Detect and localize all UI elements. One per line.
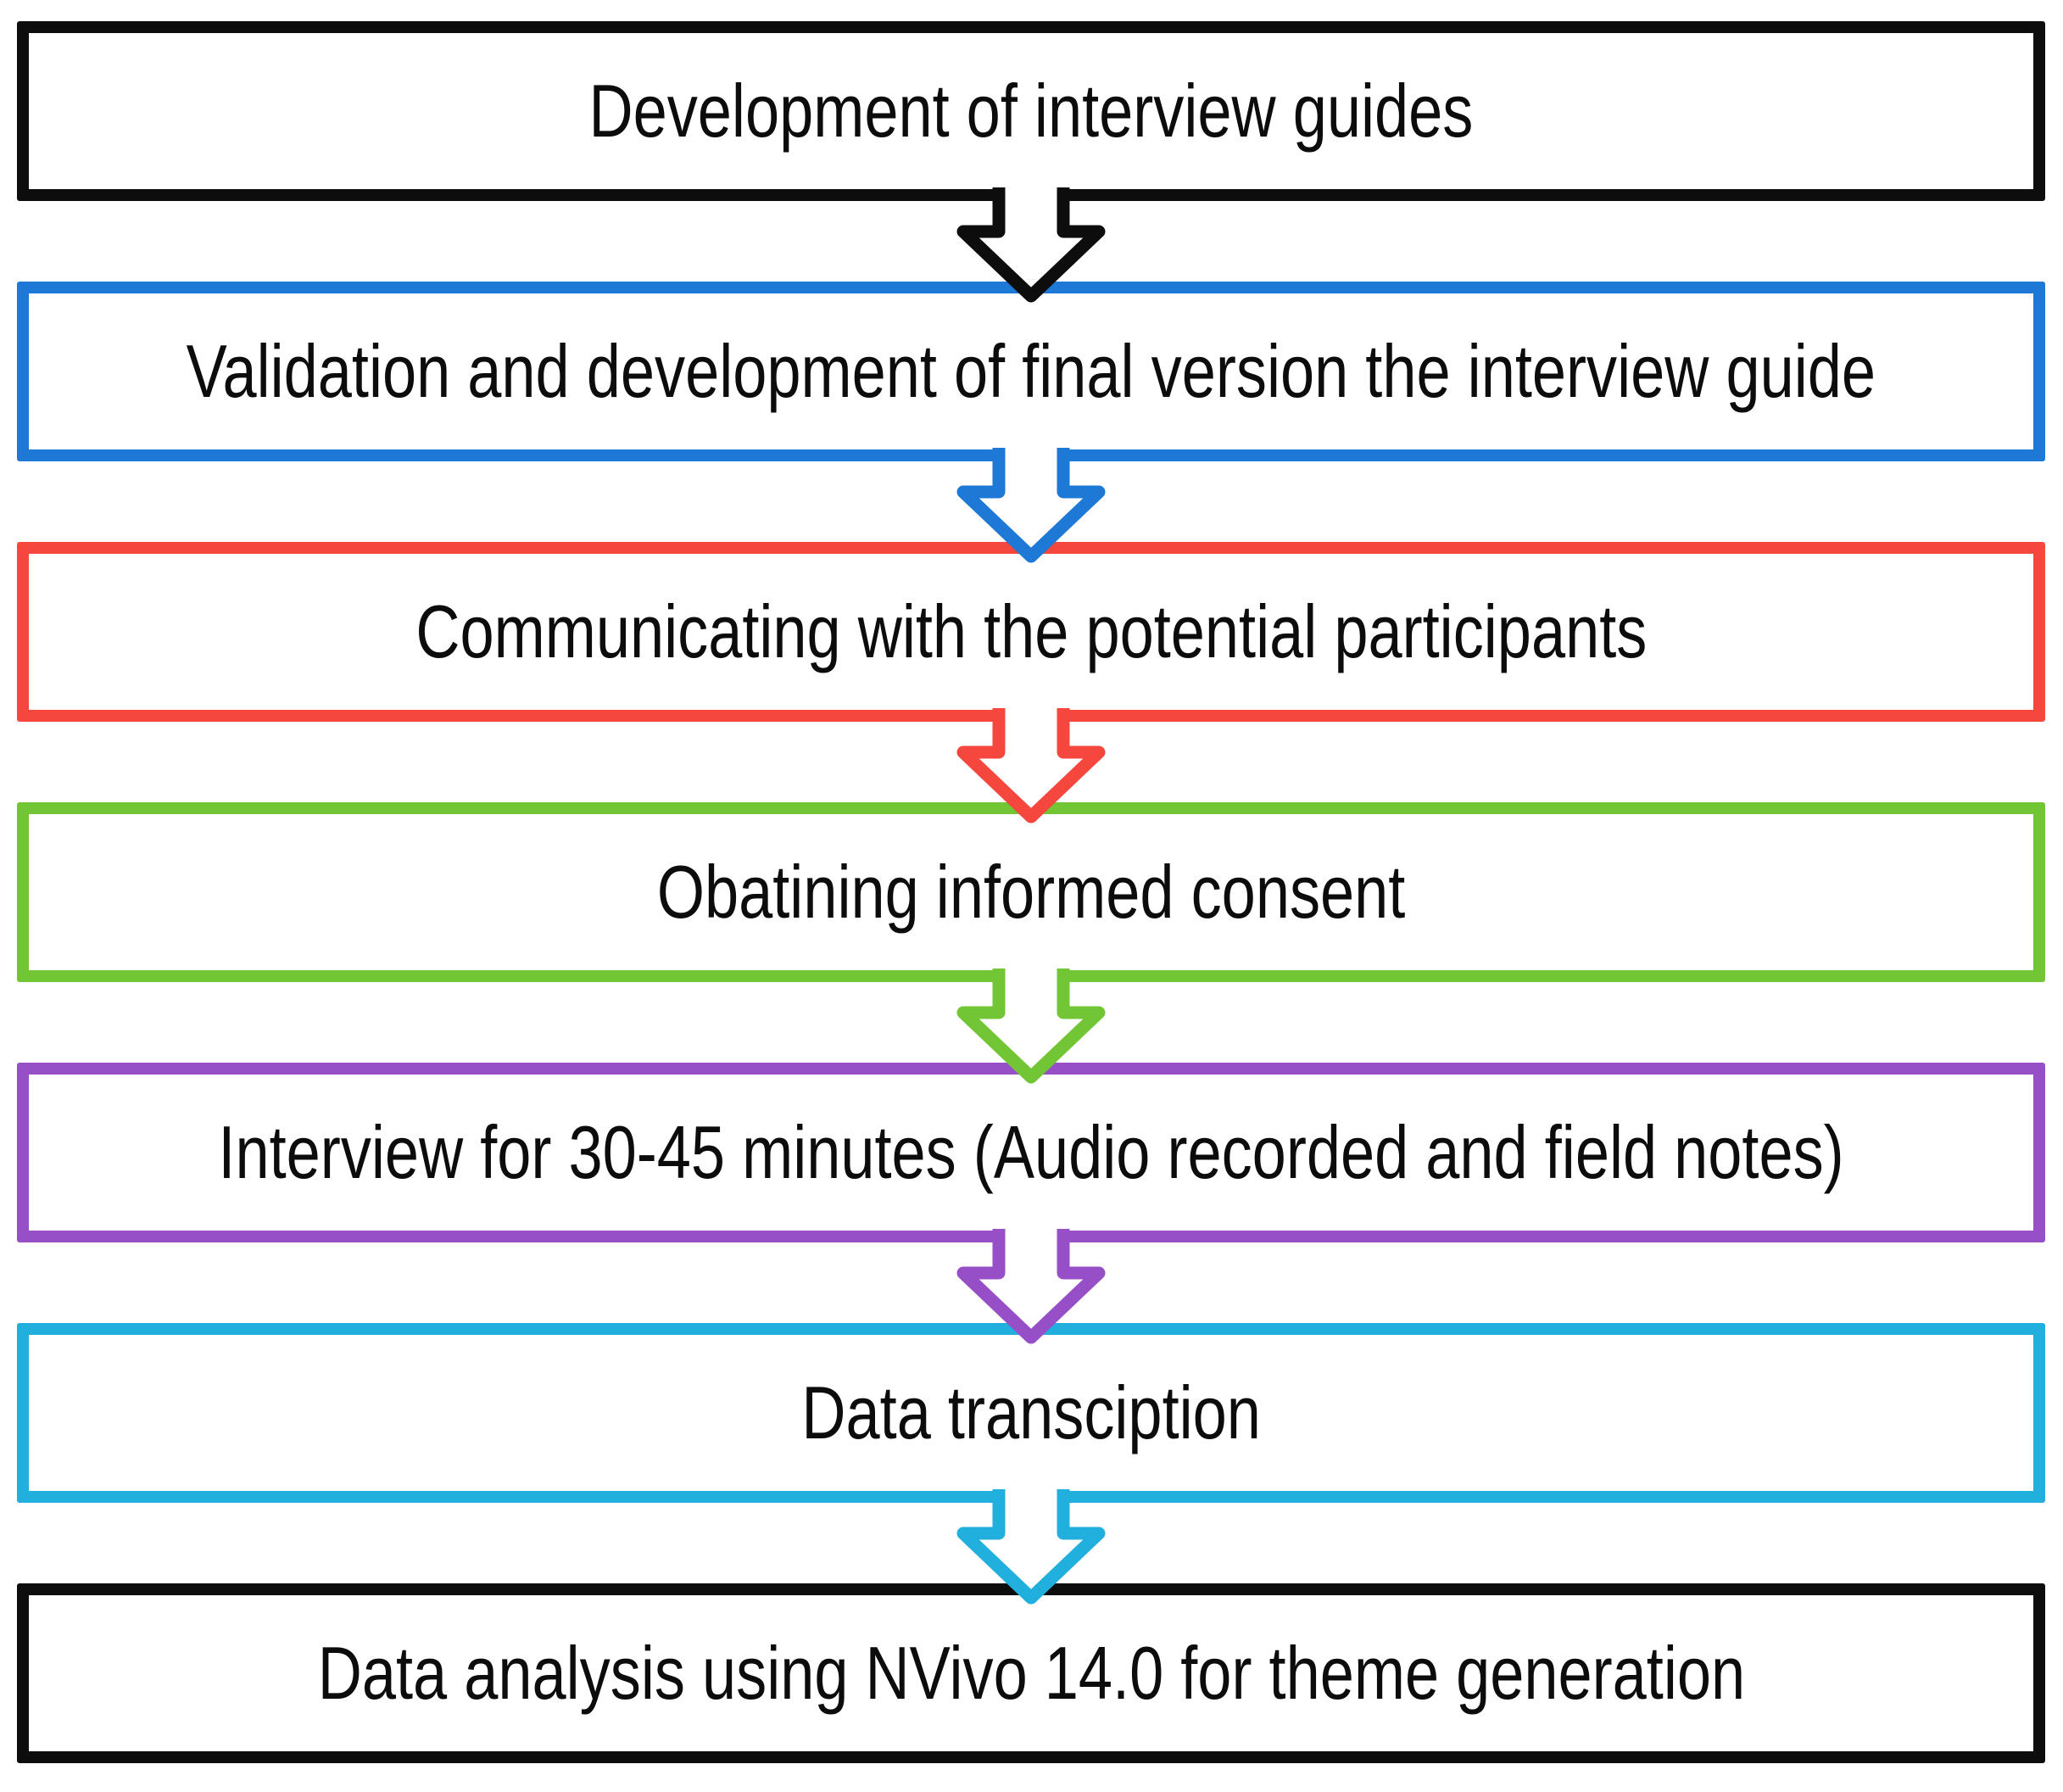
flow-step-label: Interview for 30-45 minutes (Audio recor… — [218, 1110, 1844, 1194]
flow-connector — [17, 1229, 2045, 1344]
down-arrow-icon — [956, 1229, 1106, 1344]
flow-step: Obatining informed consent — [17, 802, 2045, 982]
down-arrow-icon — [956, 448, 1106, 563]
flow-step-label: Development of interview guides — [588, 69, 1474, 153]
flow-connector — [17, 187, 2045, 303]
flow-step-label: Validation and development of final vers… — [186, 329, 1876, 413]
flow-connector — [17, 969, 2045, 1084]
flow-step-label: Data analysis using NVivo 14.0 for theme… — [317, 1631, 1745, 1715]
flow-step: Validation and development of final vers… — [17, 282, 2045, 461]
down-arrow-icon — [956, 187, 1106, 303]
flow-connector — [17, 708, 2045, 823]
down-arrow-icon — [956, 1489, 1106, 1605]
flow-step: Data analysis using NVivo 14.0 for theme… — [17, 1583, 2045, 1763]
down-arrow-icon — [956, 708, 1106, 823]
flow-step: Data transciption — [17, 1323, 2045, 1503]
flow-step-label: Data transciption — [801, 1371, 1261, 1454]
flow-step: Communicating with the potential partici… — [17, 542, 2045, 722]
down-arrow-icon — [956, 969, 1106, 1084]
flow-connector — [17, 448, 2045, 563]
flow-step: Development of interview guides — [17, 21, 2045, 201]
flow-step: Interview for 30-45 minutes (Audio recor… — [17, 1063, 2045, 1242]
flow-step-label: Obatining informed consent — [656, 850, 1406, 934]
flow-connector — [17, 1489, 2045, 1605]
flow-step-label: Communicating with the potential partici… — [415, 589, 1647, 673]
